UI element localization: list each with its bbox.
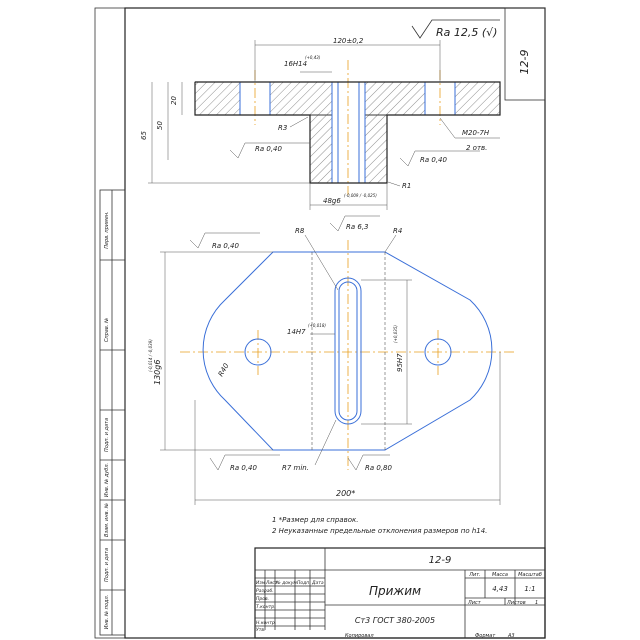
radius-r1: R1 — [402, 182, 411, 190]
sheets-count: 1 — [535, 600, 538, 606]
material: Ст3 ГОСТ 380-2005 — [355, 616, 435, 625]
dim-flange-h: 20 — [170, 96, 178, 105]
stamp-label: Подп. и дата — [104, 418, 110, 452]
corner-code-box — [504, 7, 546, 101]
roughness-overall-text: Ra 12,5 (√) — [436, 26, 497, 39]
slot-width: 14H7 — [287, 328, 306, 336]
slot — [334, 277, 362, 425]
plan-view: 130g6 (-0,014 / -0,039) 95H7 (+0,035) 14… — [148, 215, 515, 505]
ra-bottom-left: Ra 0,40 — [230, 464, 258, 472]
title-code: 12-9 — [429, 555, 452, 566]
radius-r7: R7 min. — [282, 464, 309, 472]
col-header: Дата — [311, 580, 324, 586]
scale-header: Масштаб — [518, 572, 542, 578]
col-header: Подп. — [297, 580, 311, 586]
slot-length-tol: (+0,035) — [393, 325, 398, 343]
mass-value: 4,43 — [492, 585, 508, 593]
stamp-label: Подп. и дата — [104, 548, 110, 582]
row-label: Н.контр. — [256, 620, 276, 626]
thread-size: M20-7H — [462, 129, 490, 137]
corner-code: 12-9 — [518, 50, 531, 75]
dim-shaft: 48g6 — [323, 197, 341, 205]
ra-top: Ra 6,3 — [346, 223, 369, 231]
col-header: Лист — [265, 580, 278, 586]
radius-r8: R8 — [295, 227, 305, 235]
dim-total-h: 65 — [140, 131, 148, 140]
lit-header: Лит. — [468, 572, 481, 578]
sheet-label: Лист — [467, 600, 482, 606]
row-label: Пров. — [256, 596, 269, 602]
dim-bore-top: 16H14 — [284, 60, 307, 68]
col-header: Изм — [256, 580, 266, 586]
stamp-label: Справ. № — [104, 318, 110, 342]
dim-height-tol: (-0,014 / -0,039) — [148, 339, 153, 372]
stamp-label: Взам. инв. № — [104, 503, 110, 537]
slot-length: 95H7 — [396, 353, 404, 372]
col-header: № докум. — [275, 580, 298, 586]
row-label: Т.контр. — [256, 604, 276, 610]
note-2: 2 Неуказанные предельные отклонения разм… — [272, 527, 487, 535]
roughness-overall-symbol: Ra 12,5 (√) — [411, 19, 500, 39]
scale-value: 1:1 — [524, 585, 535, 593]
dim-height: 130g6 — [153, 360, 162, 385]
ra-bottom-right: Ra 0,80 — [365, 464, 393, 472]
hole-right — [424, 338, 452, 366]
sheets-label: Листов — [506, 600, 526, 606]
hole-left — [244, 338, 272, 366]
radius-r3: R3 — [278, 124, 287, 132]
ra-left-top: Ra 0,40 — [212, 242, 240, 250]
ra-right: Ra 0,40 — [420, 156, 448, 164]
stamp-label: Инв. № дубл. — [104, 463, 110, 497]
radius-r40: R40 — [217, 362, 231, 378]
title-block: Изм Лист № докум. Подп. Дата Разраб. Про… — [254, 547, 546, 639]
format-label: Формат — [475, 633, 496, 639]
dim-width-top: 120±0,2 — [333, 37, 364, 45]
note-1: 1 *Размер для справок. — [272, 516, 358, 524]
part-name: Прижим — [369, 584, 421, 598]
mass-header: Масса — [492, 572, 508, 578]
copied-label: Копировал — [345, 633, 374, 639]
stamp-label: Инв. № подл. — [104, 595, 110, 630]
row-label: Утв. — [256, 627, 265, 633]
slot-width-tol: (+0,018) — [308, 323, 326, 328]
ra-left: Ra 0,40 — [255, 145, 283, 153]
stamp-label: Перв. примен. — [104, 211, 110, 249]
section-view: 120±0,2 16H14 (+0,43) 20 50 65 R3 Ra 0,4… — [140, 37, 501, 210]
format-value: А3 — [507, 633, 515, 639]
dim-bore-top-tol: (+0,43) — [305, 55, 321, 60]
radius-r4: R4 — [393, 227, 402, 235]
dim-shaft-tol: (-0,009 / -0,025) — [344, 193, 377, 198]
thread-count: 2 отв. — [466, 144, 487, 152]
side-stamp: Перв. примен. Справ. № Подп. и дата Инв.… — [99, 189, 126, 636]
dim-overall-width: 200* — [336, 489, 355, 498]
row-label: Разраб. — [256, 588, 274, 594]
dim-mid-h: 50 — [156, 121, 164, 130]
